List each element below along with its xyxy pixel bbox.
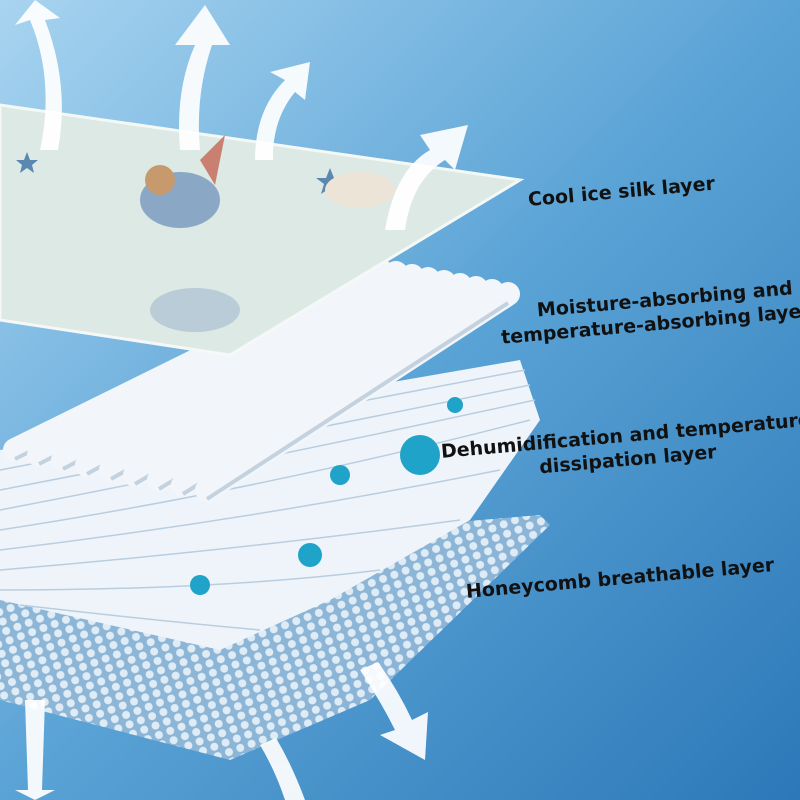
arrow-down-icon xyxy=(260,738,305,800)
arrow-up-icon xyxy=(385,125,468,230)
arrow-up-icon xyxy=(15,0,62,150)
fiber-rod xyxy=(195,282,520,502)
cool-ice-silk-layer xyxy=(0,103,525,357)
cloud-illustration xyxy=(325,172,395,208)
airplane-bear-illustration xyxy=(140,135,225,228)
arrow-down-icon xyxy=(15,700,55,800)
arrow-down-icon xyxy=(360,662,428,760)
fiber-rod xyxy=(147,276,488,492)
fiber-rod-shadow xyxy=(205,301,510,501)
arrow-up-icon xyxy=(255,62,310,160)
fiber-rod xyxy=(171,279,504,497)
arrow-up-icon xyxy=(175,5,230,150)
airflow-arrows xyxy=(15,0,468,800)
star-icon xyxy=(16,152,38,173)
cloud-illustration xyxy=(150,288,240,332)
